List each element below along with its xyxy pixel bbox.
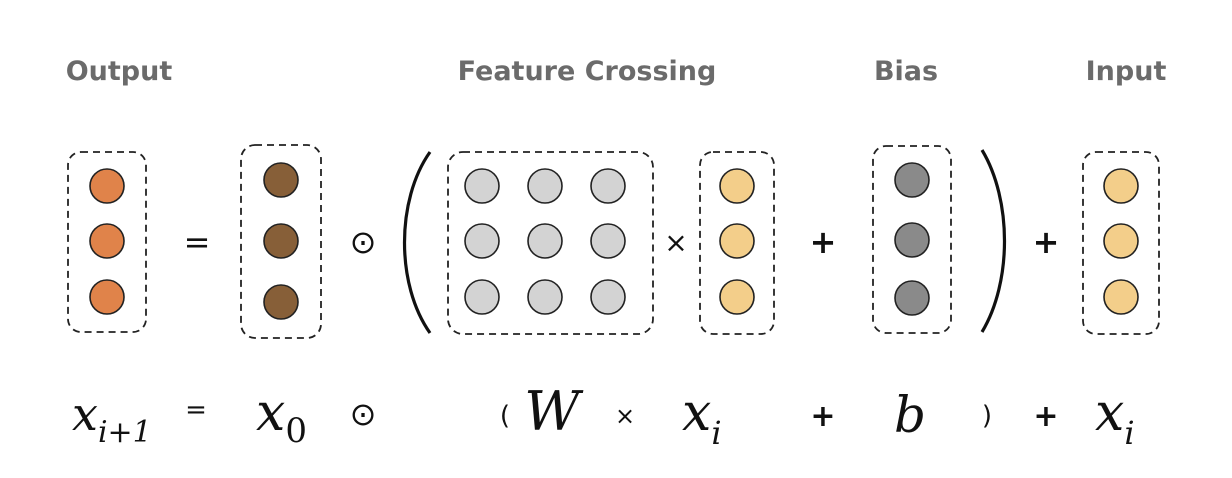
formula-plus: + — [810, 399, 835, 434]
hadamard-symbol: ⊙ — [350, 223, 377, 261]
plus-sign: + — [810, 223, 837, 261]
weight-node — [590, 223, 626, 259]
weight-node — [464, 168, 500, 204]
formula-times: × — [615, 402, 635, 430]
bias-node — [894, 222, 930, 258]
output-node — [89, 223, 125, 259]
times-sign: × — [664, 226, 687, 259]
bias-vector-box — [872, 145, 952, 334]
formula-W: W — [524, 380, 584, 443]
plus-sign: + — [1033, 223, 1060, 261]
xi-node — [719, 168, 755, 204]
formula-paren-close: ) — [982, 401, 992, 431]
xi-vector-box — [699, 151, 775, 335]
weight-node — [464, 279, 500, 315]
weight-matrix — [447, 151, 654, 335]
weight-node — [527, 223, 563, 259]
output-node — [89, 279, 125, 315]
weight-node — [527, 279, 563, 315]
header-feature-crossing: Feature Crossing — [458, 56, 717, 87]
x0-node — [263, 223, 299, 259]
weight-matrix-box — [447, 151, 654, 335]
formula-x0: x0 — [256, 383, 307, 451]
header-output: Output — [66, 56, 173, 87]
formula-plus: + — [1033, 399, 1058, 434]
equals-sign: = — [184, 223, 211, 261]
input-node — [1103, 168, 1139, 204]
bias-node — [894, 280, 930, 316]
input-node — [1103, 223, 1139, 259]
x0-vector-box — [240, 144, 322, 339]
header-bias: Bias — [874, 56, 938, 87]
formula-x-input: xi — [1095, 383, 1135, 452]
formula-hadamard: ⊙ — [350, 395, 377, 433]
xi-vector — [699, 151, 775, 335]
bias-vector — [872, 145, 952, 334]
x0-vector — [240, 144, 322, 339]
x0-node — [263, 284, 299, 320]
input-vector — [1082, 151, 1160, 335]
output-node — [89, 168, 125, 204]
formula: xi+1 = x0 ⊙ ( W × xi + b ) + xi — [72, 380, 1135, 452]
weight-node — [527, 168, 563, 204]
xi-node — [719, 279, 755, 315]
formula-b: b — [894, 386, 926, 444]
header-input: Input — [1086, 56, 1167, 87]
weight-node — [464, 223, 500, 259]
weight-node — [590, 168, 626, 204]
formula-xi: xi — [682, 383, 722, 452]
weight-node — [590, 279, 626, 315]
input-node — [1103, 279, 1139, 315]
formula-equals: = — [185, 395, 207, 425]
bias-node — [894, 162, 930, 198]
output-vector — [67, 151, 147, 333]
input-vector-box — [1082, 151, 1160, 335]
left-parenthesis — [403, 151, 432, 334]
formula-paren-open: ( — [500, 401, 510, 431]
xi-node — [719, 223, 755, 259]
formula-x-out: xi+1 — [72, 387, 152, 450]
x0-node — [263, 162, 299, 198]
output-vector-box — [67, 151, 147, 333]
right-parenthesis — [980, 149, 1007, 333]
